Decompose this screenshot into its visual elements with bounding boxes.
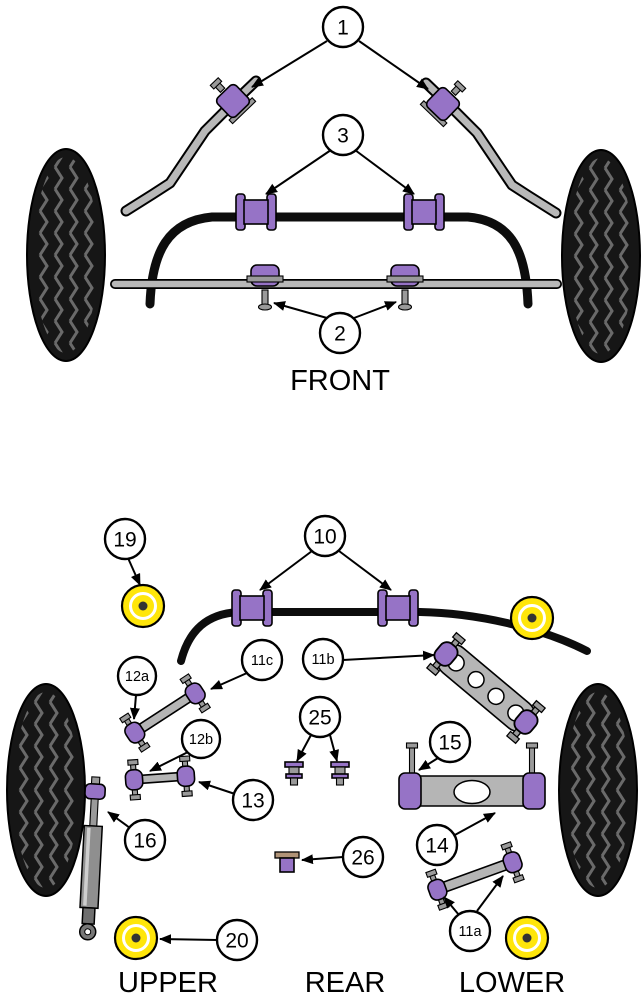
bushing-1-left — [201, 69, 257, 125]
bushing-10-left — [231, 589, 273, 627]
tire-rear-left — [6, 683, 86, 897]
callout-12b: 12b — [180, 718, 222, 760]
bushing-14 — [522, 772, 546, 810]
callout-12a: 12a — [116, 655, 158, 697]
bushing-10-right — [377, 589, 419, 627]
callout-25-number: 25 — [308, 707, 331, 730]
bushing-3-right — [403, 193, 445, 231]
callout-25: 25 — [298, 695, 342, 739]
arrow-2-right — [353, 301, 397, 319]
tire-front-left — [26, 148, 106, 362]
callout-2-number: 2 — [334, 323, 346, 346]
bushing-25-left — [284, 761, 304, 786]
bushing-25-right — [330, 761, 350, 786]
arrow-1-left — [251, 40, 328, 88]
tire-rear-right — [558, 683, 638, 897]
arrow-13 — [198, 780, 236, 795]
callout-19: 19 — [103, 517, 147, 561]
arrow-14 — [452, 812, 496, 837]
front-section — [110, 69, 562, 311]
callout-16-number: 16 — [133, 830, 156, 853]
callout-20: 20 — [215, 918, 259, 962]
callout-14-number: 14 — [425, 835, 449, 858]
label-lower: LOWER — [459, 967, 565, 999]
front-anti-roll-bar — [145, 212, 533, 309]
arrow-11a-right — [476, 875, 504, 912]
callout-10-number: 10 — [313, 526, 336, 549]
callout-13-number: 13 — [241, 790, 264, 813]
callout-12b-number: 12b — [189, 732, 213, 748]
callout-10: 10 — [303, 514, 347, 558]
rear-subframe-mount — [398, 742, 546, 810]
callout-11b-number: 11b — [311, 652, 334, 668]
callout-11a-number: 11a — [458, 924, 482, 940]
callout-11c-number: 11c — [251, 653, 273, 669]
label-upper: UPPER — [118, 967, 218, 999]
yellow-bushing-20 — [113, 915, 159, 961]
yellow-bushing-19 — [120, 583, 166, 629]
callout-19-number: 19 — [113, 529, 136, 552]
callout-1: 1 — [321, 5, 365, 49]
callout-14: 14 — [415, 823, 459, 867]
arrow-11a-left — [443, 896, 460, 916]
arrow-10-left — [259, 550, 313, 591]
callout-26-number: 26 — [351, 847, 374, 870]
callout-1-number: 1 — [337, 17, 349, 40]
arrow-19 — [127, 557, 141, 586]
arrow-15 — [418, 757, 439, 771]
arrow-2-left — [273, 301, 328, 319]
callout-20-number: 20 — [225, 930, 248, 953]
arrow-1-right — [358, 40, 429, 90]
callout-26: 26 — [341, 835, 385, 879]
bushing-3-left — [235, 193, 277, 231]
bushing-15 — [398, 772, 422, 810]
tire-front-right — [561, 149, 641, 363]
callout-16: 16 — [123, 818, 167, 862]
bushing-26 — [274, 851, 300, 873]
callout-arrows — [107, 40, 504, 945]
arrow-25-right — [329, 734, 339, 762]
arrow-3-left — [265, 149, 332, 195]
arrow-26 — [301, 854, 344, 865]
arrow-3-right — [354, 149, 415, 195]
arrow-10-right — [338, 550, 392, 591]
callout-2: 2 — [318, 311, 362, 355]
rear-section — [76, 583, 591, 961]
arrow-16 — [107, 811, 131, 829]
arrow-11c — [210, 672, 248, 690]
callout-3-number: 3 — [337, 125, 349, 148]
arrow-11b — [342, 650, 435, 661]
arrow-12a — [129, 694, 140, 720]
callout-11c: 11c — [240, 638, 284, 682]
bushing-11c — [176, 671, 215, 716]
bushing-13 — [175, 754, 197, 798]
callout-15: 15 — [428, 720, 472, 764]
label-front: FRONT — [290, 365, 390, 397]
arrow-20 — [159, 934, 218, 945]
bushing-12b — [123, 758, 145, 802]
arrow-25-left — [296, 734, 312, 762]
callout-11b: 11b — [301, 637, 345, 681]
label-rear: REAR — [305, 967, 386, 999]
yellow-bushing-lower-right — [504, 915, 550, 961]
callout-15-number: 15 — [438, 732, 461, 755]
yellow-bushing-upper-right — [509, 595, 555, 641]
callout-3: 3 — [321, 113, 365, 157]
callout-13: 13 — [231, 778, 275, 822]
callout-12a-number: 12a — [125, 669, 150, 685]
callout-11a: 11a — [448, 909, 492, 953]
arrow-12b — [149, 751, 189, 772]
